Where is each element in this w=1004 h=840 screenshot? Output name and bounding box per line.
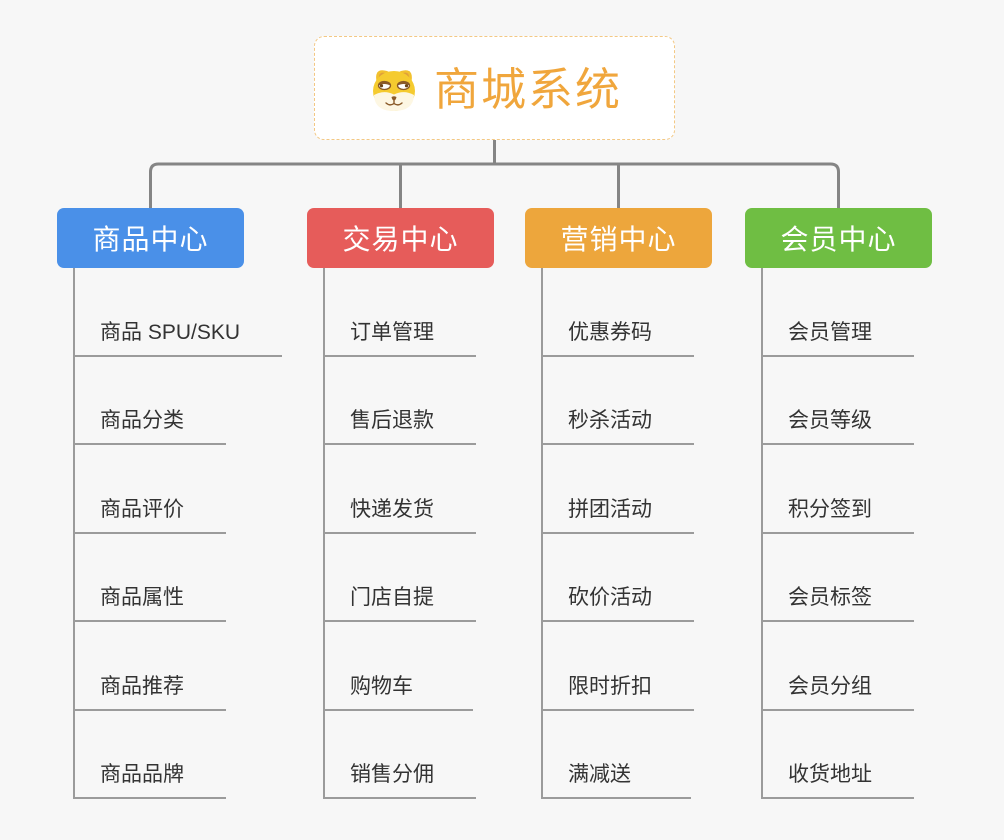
- node-label: 会员分组: [788, 674, 872, 698]
- node-label: 满减送: [568, 763, 631, 786]
- branch-label: 营销中心: [560, 224, 677, 255]
- node-label: 拼团活动: [568, 497, 652, 521]
- tree-node[interactable]: 商品属性: [73, 534, 226, 622]
- node-label: 砍价活动: [568, 586, 652, 609]
- tree-node[interactable]: 积分签到: [761, 445, 914, 534]
- branch-label: 会员中心: [780, 224, 897, 255]
- node-label: 商品品牌: [100, 763, 184, 786]
- branch-header-trade-center[interactable]: 交易中心: [307, 208, 494, 268]
- tree-node[interactable]: 门店自提: [323, 534, 476, 622]
- node-label: 限时折扣: [568, 674, 652, 698]
- tree-node[interactable]: 购物车: [323, 622, 473, 711]
- branch-rail-line: [149, 162, 840, 208]
- tree-node[interactable]: 优惠券码: [541, 268, 694, 357]
- node-label: 门店自提: [350, 586, 434, 609]
- tree-node[interactable]: 满减送: [541, 711, 691, 799]
- branch-items-product-center: 商品 SPU/SKU 商品分类 商品评价 商品属性 商品推荐 商品品牌: [73, 268, 283, 799]
- node-label: 优惠券码: [568, 320, 652, 344]
- root-node[interactable]: 商城系统: [314, 36, 675, 140]
- branch-items-trade-center: 订单管理 售后退款 快递发货 门店自提 购物车 销售分佣: [323, 268, 476, 799]
- tree-node[interactable]: 销售分佣: [323, 711, 476, 799]
- tree-node[interactable]: 会员标签: [761, 534, 914, 622]
- tree-node[interactable]: 商品分类: [73, 357, 226, 445]
- branch-header-marketing-center[interactable]: 营销中心: [525, 208, 712, 268]
- tree-node[interactable]: 商品评价: [73, 445, 226, 534]
- tree-node[interactable]: 秒杀活动: [541, 357, 694, 445]
- tree-node[interactable]: 收货地址: [761, 711, 914, 799]
- node-label: 商品评价: [100, 497, 184, 521]
- branch-header-member-center[interactable]: 会员中心: [745, 208, 932, 268]
- node-label: 售后退款: [350, 409, 434, 432]
- branch-header-product-center[interactable]: 商品中心: [57, 208, 244, 268]
- tree-node[interactable]: 商品推荐: [73, 622, 226, 711]
- branch-items-member-center: 会员管理 会员等级 积分签到 会员标签 会员分组 收货地址: [761, 268, 914, 799]
- node-label: 商品分类: [100, 409, 184, 432]
- tree-node[interactable]: 拼团活动: [541, 445, 694, 534]
- tree-node[interactable]: 会员管理: [761, 268, 914, 357]
- node-label: 收货地址: [788, 763, 872, 786]
- branch-label: 商品中心: [92, 224, 209, 255]
- tree-node[interactable]: 商品 SPU/SKU: [73, 268, 283, 357]
- tree-node[interactable]: 商品品牌: [73, 711, 226, 799]
- tree-node[interactable]: 限时折扣: [541, 622, 694, 711]
- node-label: 商品属性: [100, 586, 184, 609]
- node-label: 会员等级: [788, 409, 872, 432]
- node-label: 积分签到: [788, 497, 872, 521]
- node-label: 快递发货: [350, 497, 434, 521]
- tree-node[interactable]: 会员等级: [761, 357, 914, 445]
- node-label: 商品 SPU/SKU: [100, 320, 241, 344]
- node-label: 商品推荐: [100, 674, 184, 698]
- node-label: 秒杀活动: [568, 409, 652, 432]
- doge-icon: [367, 63, 421, 113]
- node-label: 会员标签: [788, 586, 872, 609]
- node-label: 订单管理: [350, 320, 434, 344]
- tree-node[interactable]: 砍价活动: [541, 534, 694, 622]
- branch-label: 交易中心: [342, 224, 459, 255]
- tree-node[interactable]: 会员分组: [761, 622, 914, 711]
- tree-node[interactable]: 售后退款: [323, 357, 476, 445]
- node-label: 购物车: [350, 674, 413, 698]
- root-title: 商城系统: [433, 63, 622, 115]
- tree-node[interactable]: 订单管理: [323, 268, 476, 357]
- node-label: 销售分佣: [350, 763, 434, 786]
- branch-items-marketing-center: 优惠券码 秒杀活动 拼团活动 砍价活动 限时折扣 满减送: [541, 268, 694, 799]
- tree-node[interactable]: 快递发货: [323, 445, 476, 534]
- node-label: 会员管理: [788, 320, 872, 344]
